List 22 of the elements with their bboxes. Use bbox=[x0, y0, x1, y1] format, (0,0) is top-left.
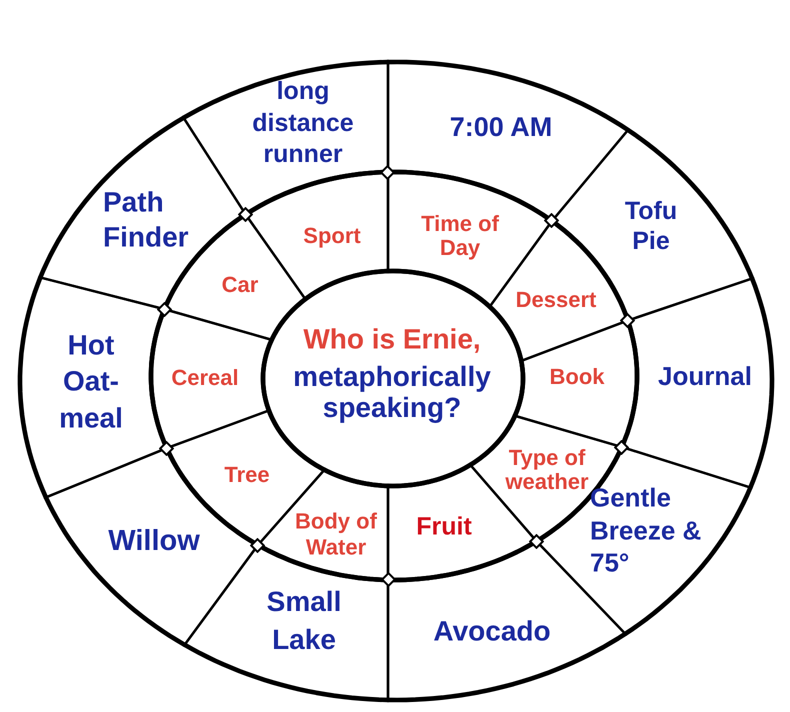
answer-label: Hot Oat- meal bbox=[58, 328, 124, 436]
answer-label: Avocado bbox=[433, 614, 551, 648]
category-label: Sport bbox=[303, 224, 361, 248]
category-label: Fruit bbox=[416, 513, 472, 541]
category-label: Time of Day bbox=[420, 212, 500, 260]
answer-label: Small Lake bbox=[266, 584, 342, 657]
category-label: Body of Water bbox=[294, 508, 378, 562]
answer-label: long distance runner bbox=[251, 76, 355, 170]
answer-label: Tofu Pie bbox=[624, 196, 678, 256]
answer-label: Gentle Breeze & 75° bbox=[590, 481, 702, 579]
category-label: Dessert bbox=[516, 288, 596, 312]
answer-label: Willow bbox=[108, 524, 200, 559]
question-text: metaphorically speaking? bbox=[292, 362, 492, 424]
answer-label: Journal bbox=[658, 360, 752, 392]
category-label: Tree bbox=[224, 462, 270, 488]
answer-label: Path Finder bbox=[103, 185, 190, 254]
category-label: Book bbox=[550, 364, 604, 390]
category-label: Car bbox=[222, 272, 258, 298]
question-text: Who is Ernie, bbox=[303, 324, 481, 356]
category-label: Cereal bbox=[171, 366, 239, 390]
category-label: Type of weather bbox=[504, 446, 590, 494]
answer-label: 7:00 AM bbox=[450, 111, 552, 144]
